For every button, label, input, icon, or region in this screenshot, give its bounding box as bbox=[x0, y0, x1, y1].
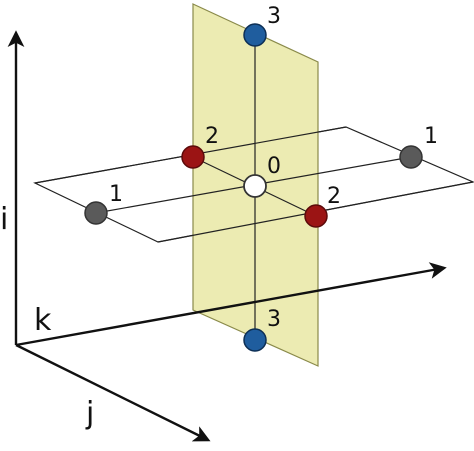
node-0-label: 0 bbox=[267, 154, 281, 179]
axis-k-arrow bbox=[15, 262, 447, 347]
node-0 bbox=[243, 174, 267, 198]
node-3-bottom-label: 3 bbox=[267, 307, 281, 332]
axis-i-label: i bbox=[0, 202, 8, 237]
node-3-bottom bbox=[243, 328, 267, 352]
node-1-right-label: 1 bbox=[424, 124, 438, 149]
node-2-upper bbox=[181, 145, 205, 169]
axis-k-label: k bbox=[34, 303, 52, 338]
axis-j-arrow bbox=[15, 343, 211, 442]
node-1-right bbox=[399, 145, 423, 169]
node-2-lower-label: 2 bbox=[327, 184, 341, 209]
node-2-upper-label: 2 bbox=[205, 124, 219, 149]
axis-j-label: j bbox=[85, 396, 94, 431]
node-2-lower bbox=[304, 204, 328, 228]
node-1-left-label: 1 bbox=[109, 182, 123, 207]
node-1-left bbox=[84, 201, 108, 225]
node-3-top bbox=[243, 23, 267, 47]
node-3-top-label: 3 bbox=[267, 4, 281, 29]
